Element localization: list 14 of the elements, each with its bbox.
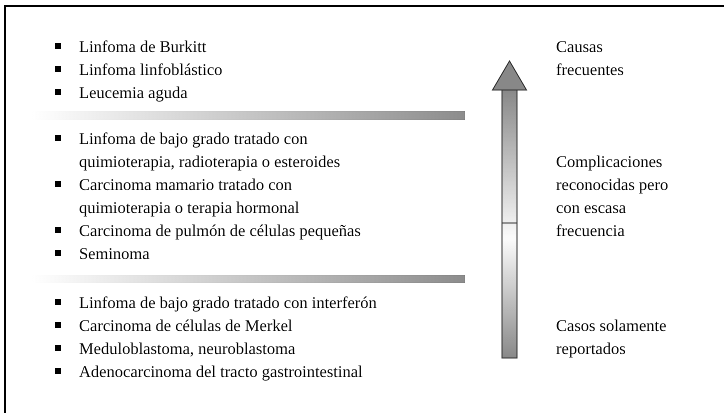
- bullet-item: Carcinoma de células de Merkel: [52, 314, 292, 337]
- category-label: Casos solamente reportados: [556, 315, 668, 360]
- bullet-item: Seminoma: [52, 242, 150, 265]
- bullet-item: Leucemia aguda: [52, 81, 188, 104]
- bullet-item: Linfoma de bajo grado tratado con interferón: [52, 291, 377, 314]
- bullet-item: Meduloblastoma, neuroblastoma: [52, 337, 296, 360]
- bullet-item: Linfoma de bajo grado tratado con quimioterapia, radioterapia o esteroides: [52, 127, 344, 173]
- bullet-item: Carcinoma de pulmón de células pequeñas: [52, 219, 361, 242]
- bullet-item: Adenocarcinoma del tracto gastrointestinal: [52, 360, 363, 383]
- category-label: Complicaciones reconocidas pero con escasa frecuencia: [556, 151, 670, 242]
- category-label: Causas frecuentes: [556, 36, 625, 81]
- bullet-item: Carcinoma mamario tratado con quimioterapia o terapia hormonal: [52, 173, 344, 219]
- bullet-item: Linfoma de Burkitt: [52, 35, 206, 58]
- bullet-item: Linfoma linfoblástico: [52, 58, 222, 81]
